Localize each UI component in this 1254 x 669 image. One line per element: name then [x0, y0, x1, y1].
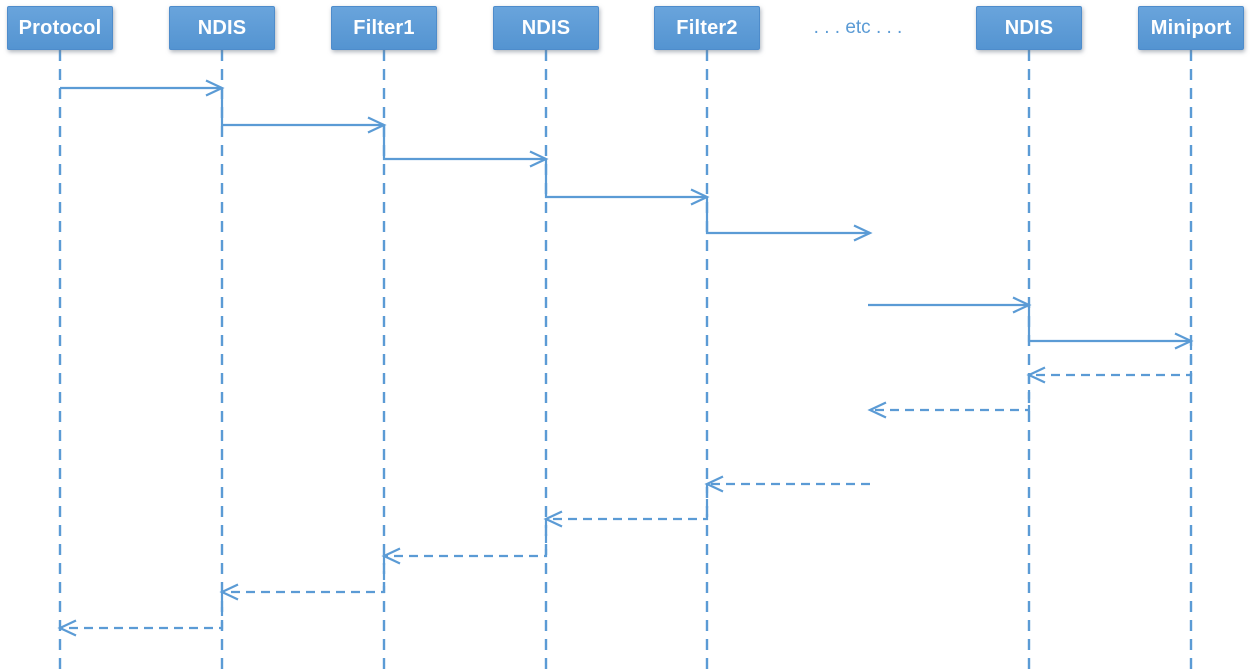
- message-arrow-4-ndis-to-filter2: [544, 159, 710, 206]
- actor-label: Filter1: [353, 16, 415, 39]
- actor-box-filter2-5: Filter2: [654, 6, 760, 50]
- etc-ellipsis-label: . . . etc . . .: [813, 17, 903, 38]
- actor-box-protocol-1: Protocol: [7, 6, 113, 50]
- actor-label: NDIS: [521, 16, 571, 39]
- message-group: [57, 79, 1194, 637]
- lifeline-group: [58, 50, 1193, 669]
- actor-box-miniport-7: Miniport: [1138, 6, 1244, 50]
- message-arrow-7-ndis-to-miniport: [1027, 305, 1194, 350]
- message-arrow-9-ndis-to-etc: [867, 375, 1031, 419]
- actor-box-ndis-4: NDIS: [493, 6, 599, 50]
- message-arrow-13-filter1-to-ndis: [219, 556, 386, 601]
- message-arrow-8-miniport-to-ndis: [1026, 341, 1193, 384]
- actor-box-ndis-6: NDIS: [976, 6, 1082, 50]
- message-arrow-5-filter2-to-etc: [705, 197, 873, 242]
- actor-label: Miniport: [1150, 16, 1232, 39]
- actor-label: Protocol: [18, 16, 102, 39]
- actor-label: Filter2: [676, 16, 738, 39]
- message-arrow-3-filter1-to-ndis: [382, 125, 549, 168]
- message-arrow-12-ndis-to-filter1: [381, 519, 548, 565]
- actor-box-filter1-3: Filter1: [331, 6, 437, 50]
- message-arrow-11-filter2-to-ndis: [543, 484, 709, 528]
- message-arrow-14-ndis-to-protocol: [57, 592, 224, 637]
- actor-label: NDIS: [1004, 16, 1054, 39]
- message-arrow-2-ndis-to-filter1: [220, 88, 387, 134]
- actor-box-ndis-2: NDIS: [169, 6, 275, 50]
- actor-label: NDIS: [197, 16, 247, 39]
